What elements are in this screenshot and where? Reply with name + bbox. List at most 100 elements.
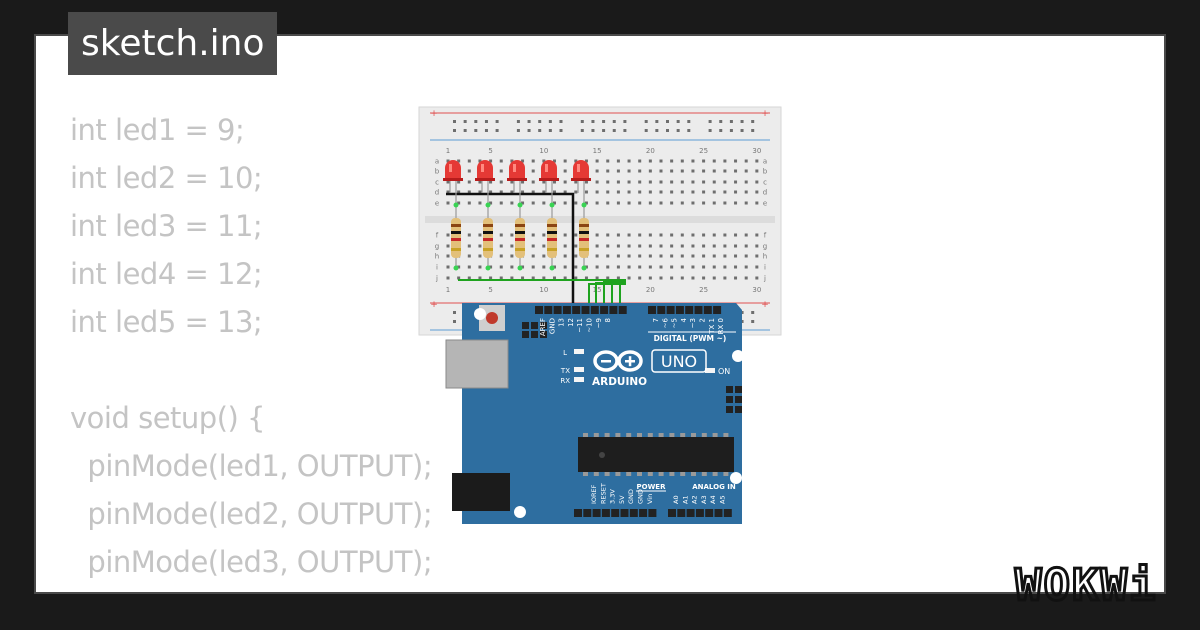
row-letter: a [763,158,767,166]
breadboard-hole [734,254,738,258]
breadboard-hole [563,265,567,269]
breadboard-hole [638,201,642,205]
breadboard-hole [638,190,642,194]
rail-hole [751,311,755,314]
breadboard-hole [446,244,450,248]
rail-hole [527,120,531,123]
pin-label: ~5 [671,318,679,328]
rail-hole [687,129,691,132]
pin-label: Vin [646,494,654,504]
breadboard-hole [723,276,727,280]
file-tab[interactable]: sketch.ino [68,12,278,75]
pin-label: ~11 [576,318,584,333]
breadboard-hole [648,265,652,269]
connection-dot [453,202,459,208]
breadboard-hole [659,159,663,163]
header-pin [600,306,609,314]
components [443,160,591,271]
breadboard-hole [499,159,503,163]
row-letter: e [763,200,767,208]
header-pin [695,509,704,517]
pin-label: A3 [700,495,708,504]
code-line: int led4 = 12; [70,257,263,291]
breadboard-hole [627,233,631,237]
breadboard-hole [499,190,503,194]
icsp-pin [540,331,547,338]
led [445,160,461,180]
breadboard-hole [755,244,759,248]
breadboard-hole [648,233,652,237]
breadboard-hole [478,201,482,205]
header-pin [544,306,553,314]
led-rim [571,178,591,181]
led-rim [507,178,527,181]
breadboard-hole [510,276,514,280]
rail-hole [484,120,488,123]
breadboard-hole [659,190,663,194]
breadboard-hole [680,201,684,205]
connection-dot [485,265,491,271]
rail-hole [538,129,542,132]
breadboard-hole [531,265,535,269]
breadboard-hole [616,265,620,269]
breadboard-hole [499,169,503,173]
breadboard-hole [521,276,525,280]
breadboard-hole [478,190,482,194]
breadboard-hole [616,233,620,237]
header-pin [723,509,732,517]
breadboard-hole [606,276,610,280]
breadboard-hole [574,180,578,184]
header-pin [714,509,723,517]
breadboard-hole [542,233,546,237]
icsp-pin [522,322,529,329]
icsp-pin [726,406,733,413]
breadboard-hole [755,201,759,205]
breadboard-hole [510,254,514,258]
breadboard-hole [680,190,684,194]
chip-pin [583,472,588,476]
breadboard-hole [467,159,471,163]
breadboard-hole [638,169,642,173]
breadboard-hole [638,159,642,163]
icsp-pin [531,322,538,329]
chip-pin [669,472,675,476]
breadboard-hole [446,190,450,194]
tx-led [574,367,584,372]
breadboard-hole [510,244,514,248]
row-letter: g [763,243,767,251]
header-pin [581,306,590,314]
rail-hole [719,129,723,132]
breadboard-hole [521,265,525,269]
breadboard-hole [542,159,546,163]
breadboard-hole [670,190,674,194]
rail-hole [495,120,499,123]
breadboard-hole [712,265,716,269]
chip-pin [647,433,653,437]
breadboard-hole [542,265,546,269]
breadboard-hole [489,190,493,194]
breadboard-hole [659,265,663,269]
rail-hole [740,120,744,123]
row-letter: d [435,189,439,197]
breadboard-hole [670,169,674,173]
breadboard-hole [734,265,738,269]
breadboard-hole [670,159,674,163]
row-letter: e [435,200,439,208]
breadboard-hole [542,244,546,248]
breadboard-hole [574,254,578,258]
rail-plus-sign: + [761,109,769,119]
header-pin [677,509,686,517]
breadboard-hole [489,201,493,205]
breadboard-hole [755,233,759,237]
breadboard-hole [659,276,663,280]
breadboard-hole [446,159,450,163]
led [541,160,557,180]
breadboard-hole [531,201,535,205]
tx-led-label: TX [560,367,570,375]
power-jack [452,473,510,511]
column-number: 20 [646,147,655,155]
rail-hole [538,120,542,123]
chip-pin [593,472,599,476]
breadboard-hole [542,201,546,205]
breadboard-hole [723,169,727,173]
